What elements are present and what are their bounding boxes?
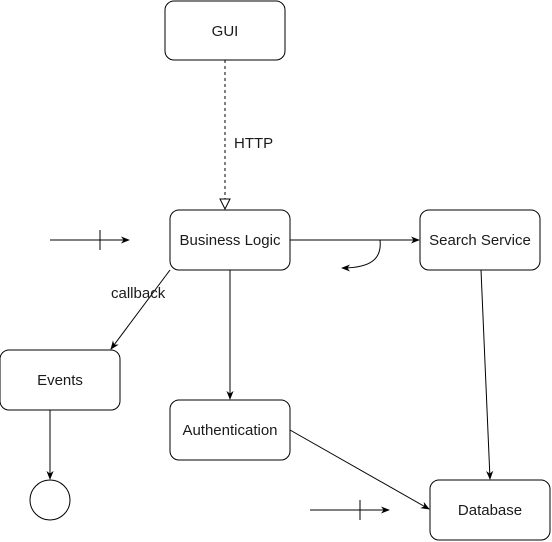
edge-search-service-to-database[interactable] (480, 269, 494, 480)
node-authentication[interactable]: Authentication (169, 399, 291, 461)
node-gui-label: GUI (212, 23, 239, 40)
edge-label-callback: callback (111, 285, 166, 302)
node-search-service-label: Search Service (429, 232, 531, 249)
node-business-logic-label: Business Logic (180, 232, 281, 249)
node-events-label: Events (37, 372, 83, 389)
node-gui[interactable]: GUI (164, 0, 286, 61)
node-authentication-label: Authentication (182, 422, 277, 439)
node-database-label: Database (458, 502, 522, 519)
node-database[interactable]: Database (429, 479, 551, 541)
incoming-arrow-database[interactable] (310, 500, 390, 520)
curved-return-arrow[interactable] (341, 239, 381, 272)
incoming-arrow-business-logic[interactable] (50, 230, 130, 250)
edge-business-logic-to-events[interactable] (110, 269, 171, 350)
edges: HTTP callback (46, 60, 494, 520)
node-business-logic[interactable]: Business Logic (169, 209, 291, 271)
node-search-service[interactable]: Search Service (419, 209, 541, 271)
end-state-circle[interactable] (29, 479, 71, 521)
node-events[interactable]: Events (0, 349, 121, 411)
edge-label-http: HTTP (234, 135, 273, 152)
edge-authentication-to-database[interactable] (289, 429, 430, 510)
